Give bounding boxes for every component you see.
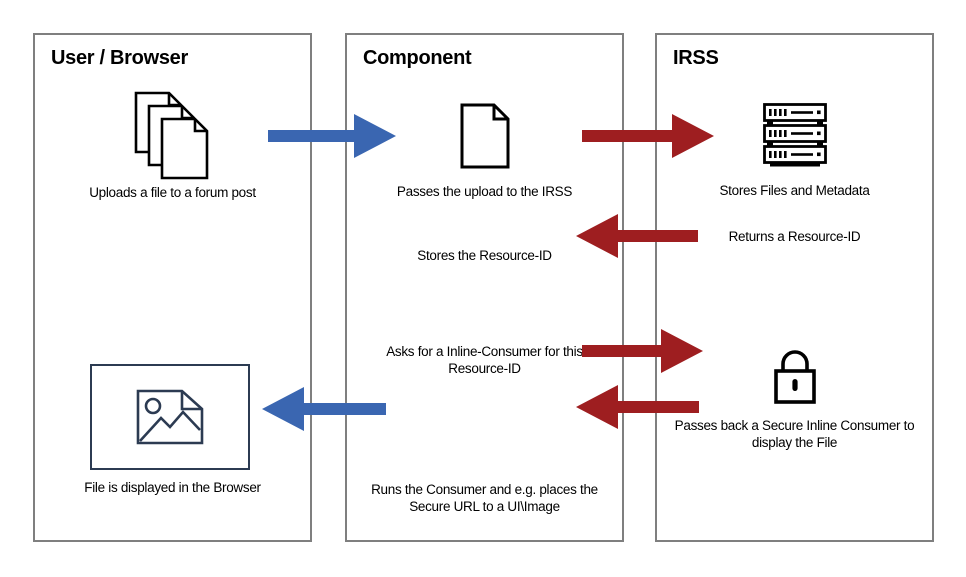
browser-frame	[90, 364, 250, 470]
irss-panel: IRSS	[655, 33, 934, 542]
component-title: Component	[363, 47, 472, 69]
user-browser-title: User / Browser	[51, 47, 188, 69]
stores-files-caption: Stores Files and Metadata	[719, 183, 870, 198]
store-resource-caption: Stores the Resource-ID	[417, 248, 552, 263]
arrow-upload-to-component	[268, 113, 396, 159]
arrow-ask-consumer	[582, 328, 703, 374]
image-display-icon	[136, 389, 204, 445]
component-panel: Component Passes the upload to the IRSS …	[345, 33, 624, 542]
irss-title: IRSS	[673, 47, 719, 69]
arrow-passback-consumer	[576, 384, 699, 430]
arrow-display-to-browser	[262, 386, 386, 432]
server-icon	[763, 103, 827, 167]
ask-caption: Asks for a Inline-Consumer for this Reso…	[386, 344, 583, 376]
display-caption: File is displayed in the Browser	[84, 480, 261, 495]
lock-icon	[771, 346, 819, 406]
pass-caption: Passes the upload to the IRSS	[396, 184, 573, 199]
arrow-pass-to-irss	[582, 113, 714, 159]
returns-caption: Returns a Resource-ID	[728, 229, 861, 244]
document-icon	[459, 102, 511, 170]
passback-caption: Passes back a Secure Inline Consumer to …	[674, 418, 915, 450]
files-icon	[134, 91, 212, 183]
arrow-return-resource-id	[576, 213, 698, 259]
user-browser-panel: User / Browser Uploads a file to a forum…	[33, 33, 312, 542]
upload-caption: Uploads a file to a forum post	[89, 185, 256, 200]
run-caption: Runs the Consumer and e.g. places the Se…	[371, 482, 598, 514]
